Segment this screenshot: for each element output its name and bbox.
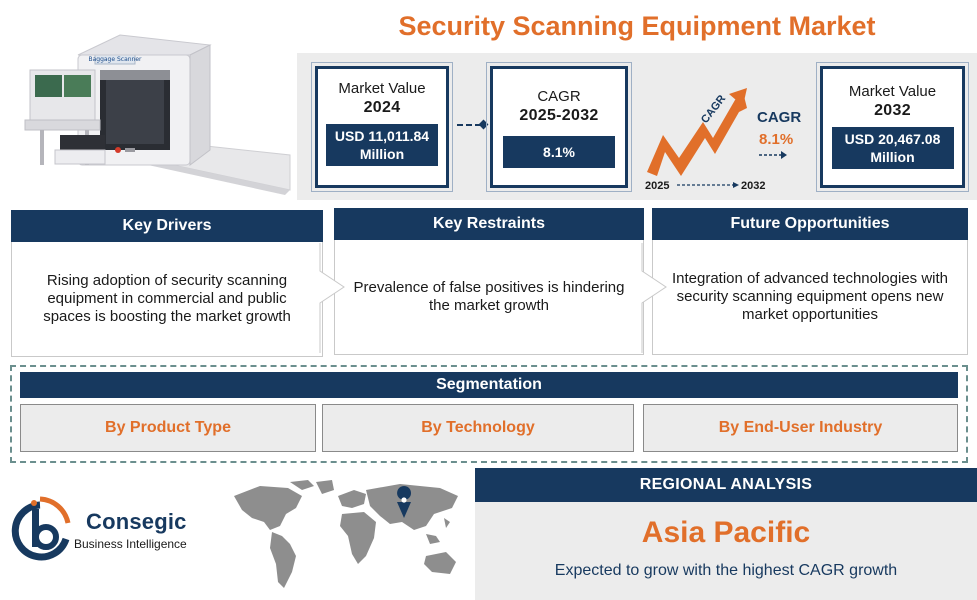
segmentation-panel: Segmentation By Product Type By Technolo… (10, 365, 968, 463)
metric-year: 2024 (363, 99, 401, 116)
future-opportunities-text: Integration of advanced technologies wit… (652, 240, 968, 355)
key-restraints-box: Key Restraints Prevalence of false posit… (334, 208, 644, 355)
key-drivers-title: Key Drivers (11, 210, 323, 242)
connector-diamond (478, 119, 489, 130)
cagr-growth-graphic: CAGR CAGR 8.1% 2025 2032 (643, 80, 803, 200)
segmentation-title: Segmentation (20, 372, 958, 398)
xray-scanner-illustration: Baggage Scanner (0, 0, 297, 200)
world-map-icon (234, 480, 458, 588)
market-value-2032-card: Market Value 2032 USD 20,467.08 Million (816, 62, 969, 192)
brand-name: Consegic (86, 509, 187, 534)
page-title: Security Scanning Equipment Market (398, 11, 876, 41)
future-opportunities-box: Future Opportunities Integration of adva… (652, 208, 968, 355)
metric-label: Market Value (338, 80, 426, 97)
chevron-right-icon (319, 243, 345, 353)
segment-technology[interactable]: By Technology (322, 404, 634, 452)
region-description: Expected to grow with the highest CAGR g… (554, 562, 898, 579)
dashed-connector (457, 124, 481, 126)
metric-value-line1: USD 20,467.08 (844, 131, 941, 147)
key-restraints-text: Prevalence of false positives is hinderi… (334, 240, 644, 355)
metric-period: 2025-2032 (519, 107, 599, 124)
regional-analysis-title: REGIONAL ANALYSIS (475, 468, 977, 502)
future-opportunities-title: Future Opportunities (652, 208, 968, 240)
consegic-logo: Consegic Business Intelligence (10, 495, 220, 565)
chevron-right-icon (641, 243, 667, 353)
end-year: 2032 (741, 180, 765, 192)
metric-value-line2: Million (870, 149, 915, 165)
metric-value-line2: Million (359, 146, 405, 162)
metrics-band: Market Value 2024 USD 11,011.84 Million … (297, 53, 977, 200)
segment-end-user-industry[interactable]: By End-User Industry (643, 404, 958, 452)
consegic-logo-icon (11, 496, 71, 561)
metric-value: USD 11,011.84 Million (326, 124, 438, 166)
cagr-value: 8.1% (759, 131, 793, 148)
cagr-label: CAGR (757, 109, 801, 126)
regional-analysis-panel: REGIONAL ANALYSIS Asia Pacific Expected … (475, 468, 977, 600)
metric-value: USD 20,467.08 Million (831, 127, 954, 169)
key-drivers-box: Key Drivers Rising adoption of security … (11, 210, 323, 357)
scanner-sign: Baggage Scanner (88, 56, 142, 63)
metric-value: 8.1% (503, 136, 615, 168)
metric-label: CAGR (537, 88, 581, 105)
market-value-2024-card: Market Value 2024 USD 11,011.84 Million (311, 62, 453, 192)
region-name: Asia Pacific (641, 516, 811, 549)
start-year: 2025 (645, 180, 669, 192)
segment-product-type[interactable]: By Product Type (20, 404, 316, 452)
metric-year: 2032 (874, 102, 911, 119)
key-drivers-text: Rising adoption of security scanning equ… (11, 242, 323, 357)
brand-subtitle: Business Intelligence (74, 537, 187, 551)
location-pin-icon (397, 486, 412, 518)
key-restraints-title: Key Restraints (334, 208, 644, 240)
metric-label: Market Value (848, 83, 937, 100)
metric-value-line1: USD 11,011.84 (334, 128, 430, 144)
cagr-card: CAGR 2025-2032 8.1% (486, 62, 632, 192)
